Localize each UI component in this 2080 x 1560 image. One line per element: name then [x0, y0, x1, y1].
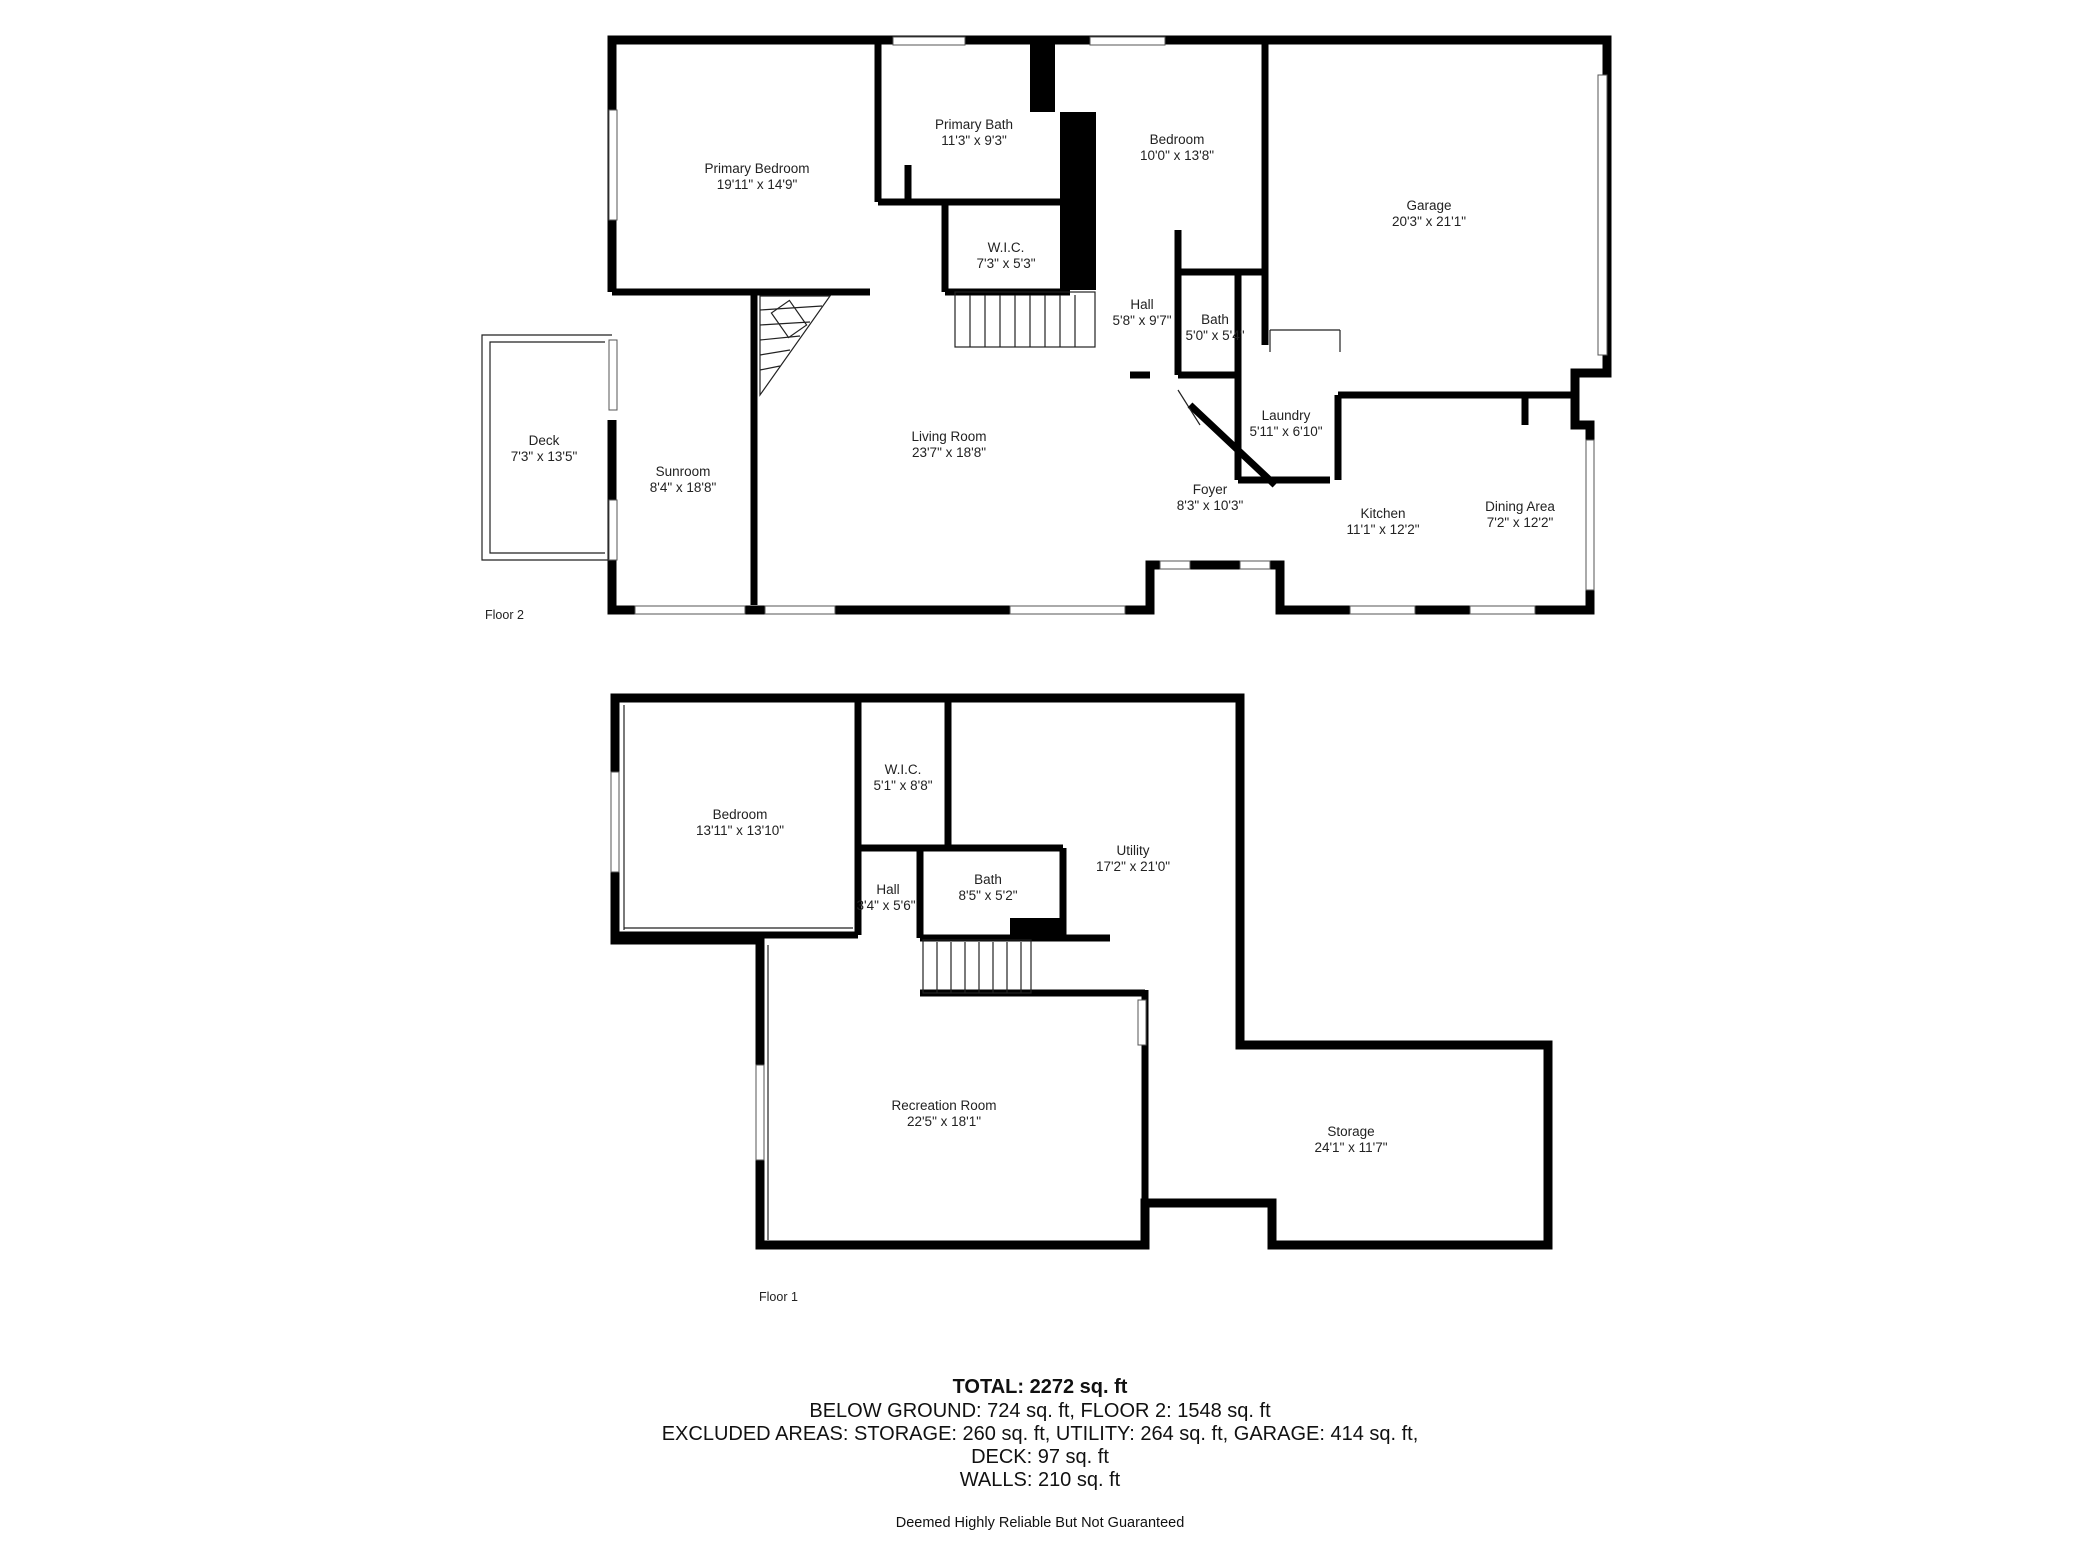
room-foyer: Foyer 8'3" x 10'3" [1177, 482, 1244, 513]
floor-1-label: Floor 1 [759, 1290, 798, 1304]
floor-2-interior-walls [612, 42, 1575, 605]
room-dimensions: 5'8" x 9'7" [1112, 313, 1171, 328]
room-laundry: Laundry 5'11" x 6'10" [1249, 408, 1322, 439]
room-wic-floor1: W.I.C. 5'1" x 8'8" [873, 762, 932, 793]
walls-area: WALLS: 210 sq. ft [959, 1469, 1121, 1491]
deck-outline [481, 334, 612, 561]
room-name: Primary Bedroom [704, 161, 809, 176]
room-name: Bedroom [713, 807, 768, 822]
room-sunroom: Sunroom 8'4" x 18'8" [650, 464, 717, 495]
room-name: Deck [529, 433, 560, 448]
room-name: Primary Bath [935, 117, 1013, 132]
mechanical-block [1010, 918, 1062, 938]
room-deck: Deck 7'3" x 13'5" [511, 433, 578, 464]
room-primary-bath: Primary Bath 11'3" x 9'3" [935, 117, 1013, 148]
room-dimensions: 3'4" x 5'6" [856, 898, 915, 913]
floor-1-plan: Bedroom 13'11" x 13'10" W.I.C. 5'1" x 8'… [610, 693, 1553, 1304]
room-bedroom-floor2: Bedroom 10'0" x 13'8" [1140, 132, 1214, 163]
room-dimensions: 11'1" x 12'2" [1346, 522, 1419, 537]
room-name: Foyer [1193, 482, 1228, 497]
room-garage: Garage 20'3" x 21'1" [1392, 198, 1466, 229]
room-name: Bath [1201, 312, 1229, 327]
room-name: Recreation Room [891, 1098, 996, 1113]
room-dimensions: 24'1" x 11'7" [1314, 1140, 1387, 1155]
room-dimensions: 20'3" x 21'1" [1392, 214, 1466, 229]
room-name: Bath [974, 872, 1002, 887]
room-dimensions: 8'5" x 5'2" [958, 888, 1017, 903]
room-dimensions: 17'2" x 21'0" [1096, 859, 1170, 874]
room-name: Garage [1406, 198, 1451, 213]
room-name: W.I.C. [988, 240, 1025, 255]
floor-1-exterior-wall [610, 693, 1553, 1250]
area-breakdown: BELOW GROUND: 724 sq. ft, FLOOR 2: 1548 … [809, 1400, 1271, 1422]
floor-1-interior-walls [615, 700, 1149, 1203]
room-name: Hall [876, 882, 899, 897]
room-dimensions: 5'1" x 8'8" [873, 778, 932, 793]
room-bath-floor2: Bath 5'0" x 5'4" [1185, 312, 1244, 343]
room-hall-floor2: Hall 5'8" x 9'7" [1112, 297, 1171, 328]
room-dimensions: 22'5" x 18'1" [907, 1114, 981, 1129]
room-utility: Utility 17'2" x 21'0" [1096, 843, 1170, 874]
room-dimensions: 19'11" x 14'9" [717, 177, 798, 192]
room-bedroom-floor1: Bedroom 13'11" x 13'10" [696, 807, 784, 838]
room-dimensions: 11'3" x 9'3" [941, 133, 1007, 148]
deck-area: DECK: 97 sq. ft [971, 1446, 1109, 1468]
room-dimensions: 7'2" x 12'2" [1487, 515, 1554, 530]
room-wic: W.I.C. 7'3" x 5'3" [976, 240, 1035, 271]
excluded-areas: EXCLUDED AREAS: STORAGE: 260 sq. ft, UTI… [661, 1423, 1419, 1445]
disclaimer: Deemed Highly Reliable But Not Guarantee… [895, 1515, 1185, 1531]
room-living-room: Living Room 23'7" x 18'8" [911, 429, 986, 460]
room-dining-area: Dining Area 7'2" x 12'2" [1485, 499, 1555, 530]
total-area: TOTAL: 2272 sq. ft [952, 1376, 1128, 1398]
room-dimensions: 7'3" x 5'3" [976, 256, 1035, 271]
room-dimensions: 7'3" x 13'5" [511, 449, 578, 464]
chase-block [1068, 112, 1096, 290]
room-bath-floor1: Bath 8'5" x 5'2" [958, 872, 1017, 903]
living-room-corner-stairs [759, 295, 832, 397]
room-primary-bedroom: Primary Bedroom 19'11" x 14'9" [704, 161, 809, 192]
room-dimensions: 10'0" x 13'8" [1140, 148, 1214, 163]
room-name: Living Room [911, 429, 986, 444]
floor-1-stairs [922, 939, 1032, 994]
room-name: Kitchen [1360, 506, 1405, 521]
room-dimensions: 8'3" x 10'3" [1177, 498, 1244, 513]
floor-2-label: Floor 2 [485, 608, 524, 622]
room-dimensions: 8'4" x 18'8" [650, 480, 717, 495]
room-kitchen: Kitchen 11'1" x 12'2" [1346, 506, 1419, 537]
room-name: Dining Area [1485, 499, 1555, 514]
room-dimensions: 5'11" x 6'10" [1249, 424, 1322, 439]
floor-2-plan: Primary Bedroom 19'11" x 14'9" Primary B… [481, 35, 1612, 622]
room-name: Bedroom [1150, 132, 1205, 147]
room-name: Sunroom [656, 464, 711, 479]
room-hall-floor1: Hall 3'4" x 5'6" [856, 882, 915, 913]
room-dimensions: 23'7" x 18'8" [912, 445, 986, 460]
room-name: Utility [1117, 843, 1150, 858]
chimney-block [1030, 42, 1055, 112]
room-dimensions: 13'11" x 13'10" [696, 823, 784, 838]
room-name: W.I.C. [885, 762, 922, 777]
room-name: Storage [1327, 1124, 1374, 1139]
room-name: Laundry [1262, 408, 1311, 423]
floor-2-stairs [954, 291, 1096, 348]
room-name: Hall [1130, 297, 1153, 312]
room-storage: Storage 24'1" x 11'7" [1314, 1124, 1387, 1155]
foyer-diagonal-wall [1187, 402, 1278, 488]
room-recreation-room: Recreation Room 22'5" x 18'1" [891, 1098, 996, 1129]
room-dimensions: 5'0" x 5'4" [1185, 328, 1244, 343]
